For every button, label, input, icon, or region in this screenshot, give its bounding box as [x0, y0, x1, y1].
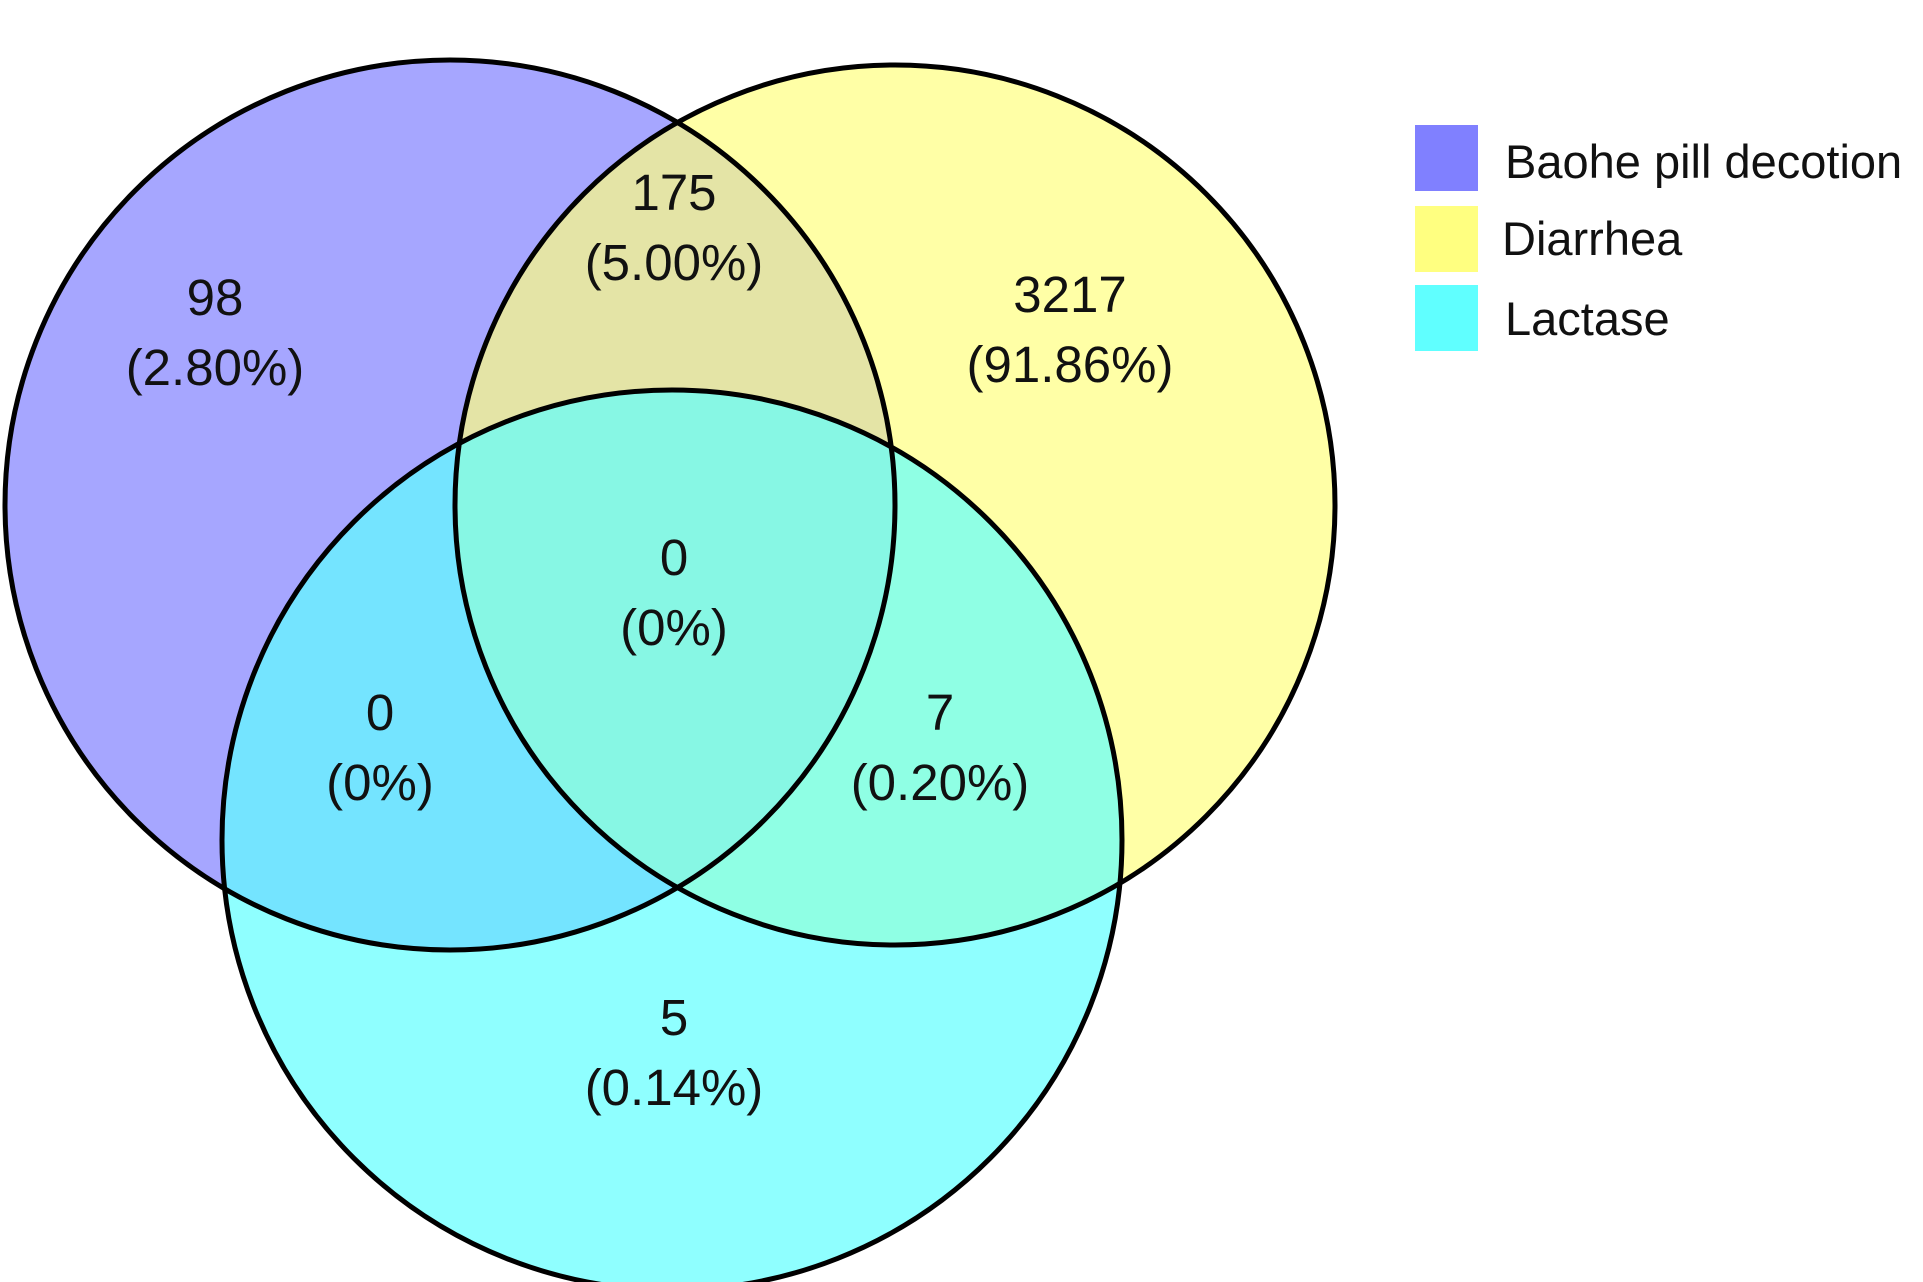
region-c-only: 5 (0.14%)	[585, 989, 764, 1116]
region-count: 175	[631, 164, 716, 221]
set-b-outline	[452, 62, 1338, 948]
region-count: 0	[660, 529, 688, 586]
legend-label-lactase: Lactase	[1505, 292, 1670, 345]
region-count: 3217	[1013, 266, 1126, 323]
region-count: 98	[187, 269, 244, 326]
region-ab: 175 (5.00%)	[585, 164, 764, 291]
set-a-outline	[2, 57, 898, 953]
region-a-only: 98 (2.80%)	[126, 269, 305, 396]
region-percent: (2.80%)	[126, 339, 305, 396]
legend: Baohe pill decotion Diarrhea Lactase	[1415, 125, 1902, 351]
set-c-outline	[219, 387, 1125, 1282]
legend-label-baohe: Baohe pill decotion	[1505, 135, 1902, 188]
region-abc: 0 (0%)	[620, 529, 728, 656]
region-percent: (5.00%)	[585, 234, 764, 291]
legend-swatch-lactase	[1415, 285, 1478, 351]
region-count: 5	[660, 989, 688, 1046]
region-percent: (0.14%)	[585, 1059, 764, 1116]
region-b-only: 3217 (91.86%)	[967, 266, 1174, 393]
region-ac: 0 (0%)	[326, 684, 434, 811]
region-bc: 7 (0.20%)	[851, 684, 1030, 811]
legend-item-lactase: Lactase	[1415, 285, 1670, 351]
region-percent: (0%)	[326, 754, 434, 811]
region-count: 0	[366, 684, 394, 741]
legend-item-baohe: Baohe pill decotion	[1415, 125, 1902, 191]
region-count: 7	[926, 684, 954, 741]
legend-swatch-diarrhea	[1415, 206, 1478, 272]
region-percent: (0.20%)	[851, 754, 1030, 811]
set-c-circle	[222, 390, 1122, 1282]
region-percent: (91.86%)	[967, 336, 1174, 393]
legend-item-diarrhea: Diarrhea	[1415, 206, 1683, 272]
legend-swatch-baohe	[1415, 125, 1478, 191]
region-percent: (0%)	[620, 599, 728, 656]
legend-label-diarrhea: Diarrhea	[1502, 212, 1683, 265]
